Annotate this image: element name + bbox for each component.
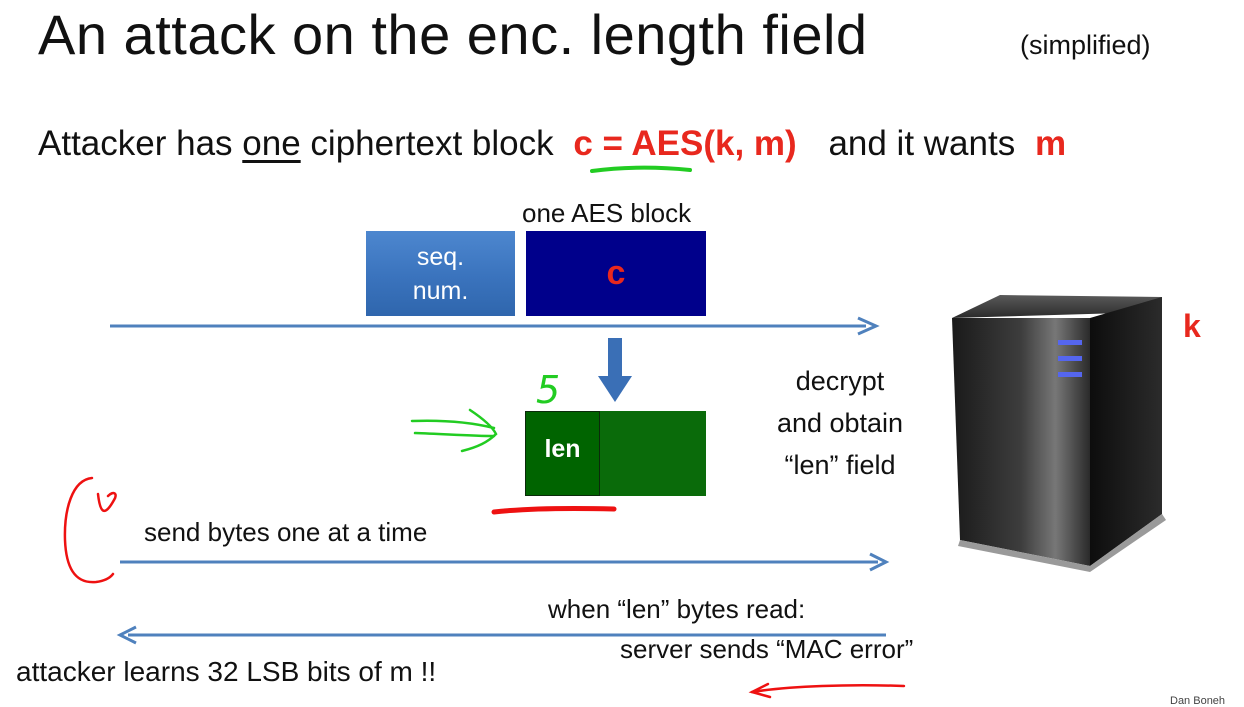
attacker-learns-note: attacker learns 32 LSB bits of m !! xyxy=(16,656,437,687)
seq-label-line2: num. xyxy=(412,277,469,305)
lead-formula: c = AES(k, m) xyxy=(573,124,797,163)
seq-label-line1: seq. xyxy=(416,243,465,271)
title-note: (simplified) xyxy=(1020,30,1151,60)
lead-part1: Attacker has xyxy=(38,124,233,163)
red-c-ink xyxy=(63,476,117,584)
lead-underlined: one xyxy=(242,124,301,163)
slide-title: An attack on the enc. length field xyxy=(38,3,868,66)
handwritten-number: 5 xyxy=(536,368,561,412)
server-note-line2: and obtain xyxy=(776,408,904,438)
lead-part2: ciphertext block xyxy=(310,124,554,163)
green-pointer-ink xyxy=(410,408,498,453)
server-note-line3: “len” field xyxy=(784,450,896,480)
mac-error-note: server sends “MAC error” xyxy=(620,634,914,664)
lead-part3: and it wants xyxy=(828,124,1016,163)
lead-sentence: Attacker has one ciphertext block c = AE… xyxy=(38,124,1066,164)
red-underline-ink xyxy=(491,505,617,515)
seq-num-box: seq. num. xyxy=(366,231,515,316)
len-field-box: len xyxy=(525,411,600,496)
server-key-label: k xyxy=(1183,308,1201,344)
server-note-line1: decrypt xyxy=(795,366,885,396)
author-credit: Dan Boneh xyxy=(1170,695,1226,707)
aes-block-label: one AES block xyxy=(522,198,692,228)
server-icon xyxy=(952,295,1166,572)
when-len-read-note: when “len” bytes read: xyxy=(548,594,806,624)
arrow-send-bytes-head xyxy=(869,552,890,572)
arrow-return-head xyxy=(116,625,137,645)
plaintext-rest-box xyxy=(600,411,706,496)
server-decrypt-note: decrypt and obtain “len” field xyxy=(760,360,920,486)
green-underline-ink xyxy=(590,165,692,173)
red-arrow-ink xyxy=(748,682,906,699)
arrow-to-server-top-head xyxy=(857,316,880,336)
lead-target: m xyxy=(1034,124,1067,163)
decrypt-down-arrow xyxy=(598,338,632,402)
ciphertext-block-box: c xyxy=(526,231,706,316)
send-bytes-note: send bytes one at a time xyxy=(144,517,428,547)
